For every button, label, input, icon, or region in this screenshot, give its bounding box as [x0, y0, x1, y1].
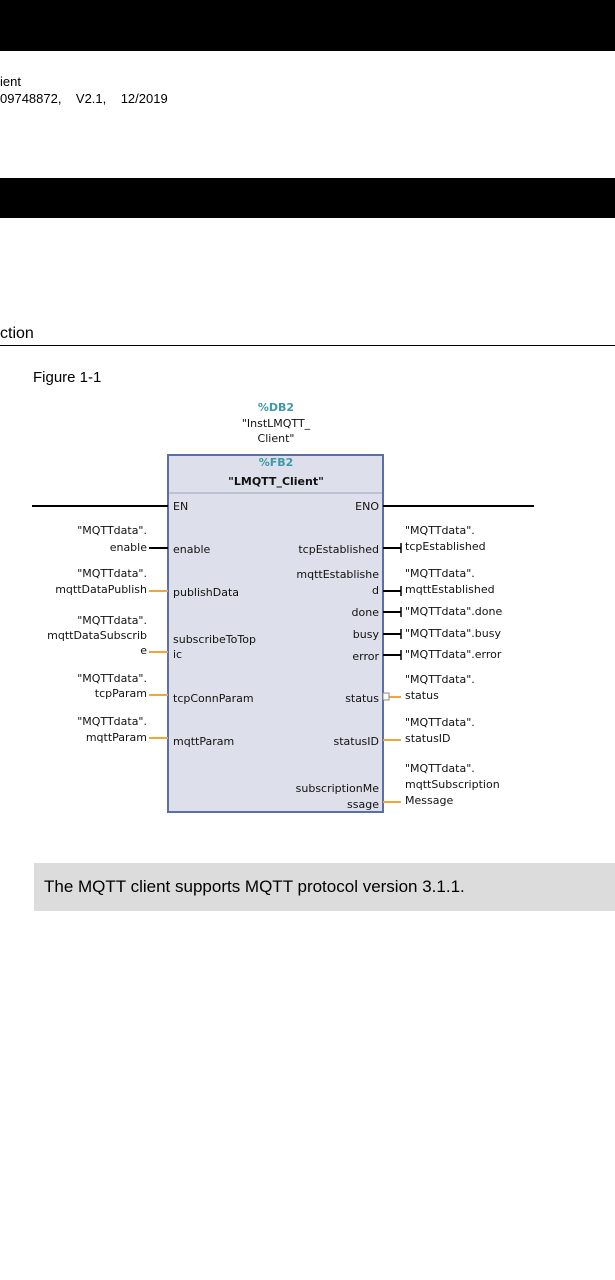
pin-done: done: [352, 606, 380, 619]
input-tag-tcp-l1: "MQTTdata".: [77, 672, 147, 685]
fb-name: "LMQTT_Client": [228, 475, 324, 488]
pin-mqttestablished-l1: mqttEstablishe: [296, 568, 379, 581]
pin-subscription-l1: subscriptionMe: [296, 782, 380, 795]
input-tag-enable-l1: "MQTTdata".: [77, 524, 147, 537]
pin-tcpconnparam: tcpConnParam: [173, 692, 254, 705]
pin-mqttparam: mqttParam: [173, 735, 234, 748]
status-marker: [382, 692, 390, 701]
input-tag-subscribe-l2: mqttDataSubscrib: [47, 629, 147, 642]
output-tag-mqtt-l2: mqttEstablished: [405, 583, 495, 596]
pin-busy: busy: [353, 628, 380, 641]
input-tag-enable-l2: enable: [110, 541, 148, 554]
output-tag-busy: "MQTTdata".busy: [405, 627, 501, 640]
output-tag-mqtt-l1: "MQTTdata".: [405, 567, 475, 580]
input-tag-subscribe-l1: "MQTTdata".: [77, 614, 147, 627]
pin-en: EN: [173, 500, 188, 513]
fb-block-diagram: %DB2 "InstLMQTT_ Client" %FB2 "LMQTT_Cli…: [32, 401, 534, 813]
input-tag-publish-l2: mqttDataPublish: [55, 583, 147, 596]
output-tag-statusid-l2: statusID: [405, 732, 451, 745]
fb-address: %FB2: [259, 456, 294, 469]
middle-black-bar: [0, 178, 615, 218]
pin-status: status: [345, 692, 379, 705]
top-black-bar: [0, 0, 615, 51]
output-tag-tcp-l2: tcpEstablished: [405, 540, 486, 553]
pin-mqttestablished-l2: d: [372, 584, 379, 597]
input-tag-tcp-l2: tcpParam: [95, 687, 147, 700]
output-tag-done: "MQTTdata".done: [405, 605, 502, 618]
db-address: %DB2: [258, 401, 294, 414]
output-tag-tcp-l1: "MQTTdata".: [405, 524, 475, 537]
note-text: The MQTT client supports MQTT protocol v…: [44, 877, 465, 896]
note-box: The MQTT client supports MQTT protocol v…: [34, 863, 615, 911]
pin-enable: enable: [173, 543, 211, 556]
output-tag-error: "MQTTdata".error: [405, 648, 502, 661]
input-tag-mqtt-l2: mqttParam: [86, 731, 147, 744]
section-rule: [0, 345, 615, 346]
pin-subscription-l2: ssage: [347, 798, 379, 811]
db-name-line1: "InstLMQTT_: [242, 417, 311, 430]
output-tag-subscription-l2: mqttSubscription: [405, 778, 500, 791]
output-tag-subscription-l3: Message: [405, 794, 453, 807]
output-tag-statusid-l1: "MQTTdata".: [405, 716, 475, 729]
output-tag-status-l1: "MQTTdata".: [405, 673, 475, 686]
section-title: ction: [0, 325, 34, 342]
output-tag-subscription-l1: "MQTTdata".: [405, 762, 475, 775]
doc-header-line1: ient: [0, 74, 21, 89]
pin-eno: ENO: [355, 500, 379, 513]
db-name-line2: Client": [258, 432, 295, 445]
input-tag-subscribe-l3: e: [140, 644, 147, 657]
doc-header-line2: 09748872, V2.1, 12/2019: [0, 91, 168, 106]
pin-error: error: [352, 650, 379, 663]
figure-label: Figure 1-1: [33, 369, 102, 386]
fb-body: [167, 454, 384, 813]
pin-tcpestablished: tcpEstablished: [298, 543, 379, 556]
input-tag-mqtt-l1: "MQTTdata".: [77, 715, 147, 728]
pin-subscribe-l1: subscribeToTop: [173, 633, 256, 646]
pin-publishdata: publishData: [173, 586, 239, 599]
pin-statusid: statusID: [333, 735, 379, 748]
input-tag-publish-l1: "MQTTdata".: [77, 567, 147, 580]
output-tag-status-l2: status: [405, 689, 439, 702]
pin-subscribe-l2: ic: [173, 648, 182, 661]
